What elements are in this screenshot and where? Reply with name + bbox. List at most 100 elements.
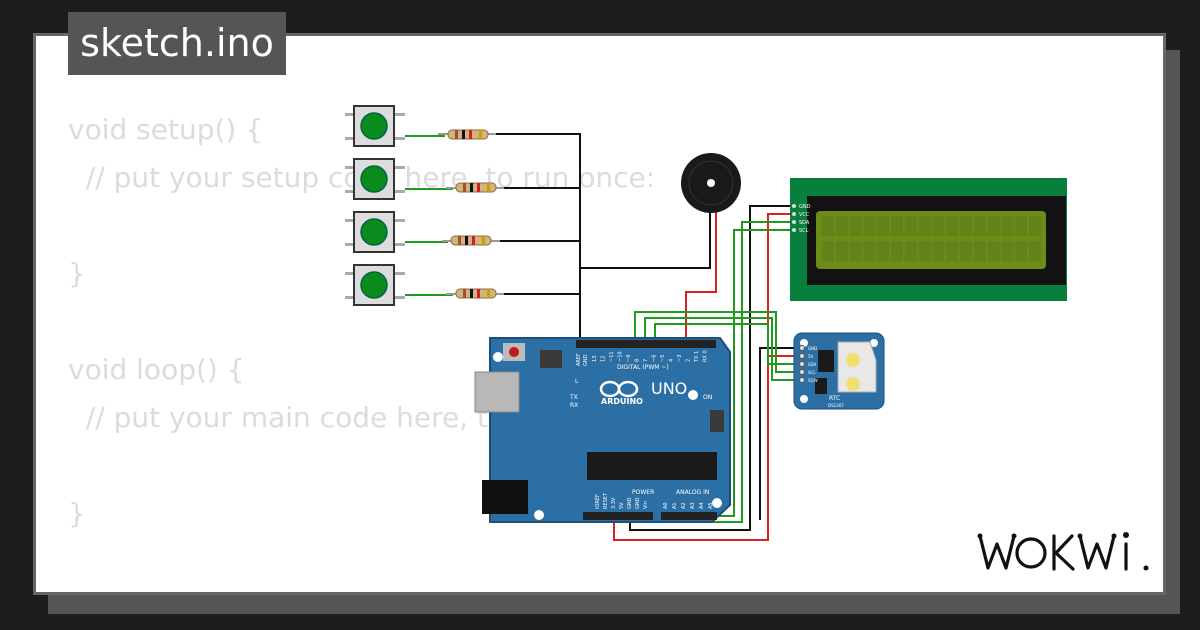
led-label: L: [575, 378, 579, 385]
pin-label: SDA: [808, 362, 817, 367]
pin-label: A3: [690, 502, 696, 509]
lcd-cell: [987, 216, 1000, 236]
resistor-1[interactable]: [438, 129, 496, 140]
atmega-chip: [587, 452, 717, 480]
resistor-3[interactable]: [442, 235, 500, 246]
pin-label: A5: [708, 502, 714, 509]
lcd-cell: [960, 241, 972, 261]
pin-label: GND: [627, 497, 633, 509]
pushbutton-3[interactable]: [345, 211, 405, 253]
lcd-character-grid: [822, 216, 1041, 261]
pin-label: A4: [699, 502, 705, 509]
pushbutton-1[interactable]: [345, 105, 405, 147]
lcd-cell: [1001, 216, 1014, 236]
rtc-label: RTC: [829, 395, 840, 402]
pin-label: A0: [663, 502, 669, 509]
pin-label: ~10: [618, 351, 624, 362]
file-tab[interactable]: sketch.ino: [68, 12, 286, 75]
pin-label: SQW: [808, 378, 818, 383]
lcd-display[interactable]: GND VCC SDA SCL: [790, 178, 1067, 301]
lcd-cell: [973, 241, 986, 261]
pin-label: 4: [669, 359, 675, 362]
rtc-pin[interactable]: [799, 361, 805, 367]
lcd-pin-label: GND: [799, 204, 811, 210]
rtc-chip-label: DS1307: [828, 403, 844, 408]
lcd-cell: [904, 216, 917, 236]
lcd-cell: [863, 216, 876, 236]
lcd-cell: [973, 216, 986, 236]
usb-port: [474, 371, 520, 413]
lcd-cell: [849, 241, 862, 261]
pushbutton-4[interactable]: [345, 264, 405, 306]
power-header: [583, 512, 653, 520]
lcd-cell: [1001, 241, 1014, 261]
pin-label: SCL: [808, 370, 816, 375]
pin-label: 13: [592, 356, 598, 362]
lcd-cell: [1029, 216, 1041, 236]
wokwi-logo: [977, 532, 1149, 571]
pin-label: 7: [643, 359, 649, 362]
pin-label: 12: [601, 356, 607, 362]
rtc-pin[interactable]: [799, 353, 805, 359]
pin-label: ~5: [660, 355, 666, 362]
lcd-cell: [946, 216, 959, 236]
lcd-pin-label: SDA: [799, 220, 810, 226]
lcd-cell: [877, 241, 890, 261]
analog-label: ANALOG IN: [676, 489, 709, 496]
pin-label: ~3: [677, 355, 683, 362]
lcd-cell: [822, 241, 834, 261]
code-line: }: [68, 257, 86, 290]
lcd-cell: [835, 216, 848, 236]
led-label: TX: [569, 394, 578, 401]
lcd-pin-labels: GND VCC SDA SCL: [799, 204, 811, 234]
arduino-logo: [599, 380, 639, 398]
pin-label: RESET: [603, 492, 609, 509]
pin-label: 3.3V: [611, 497, 617, 509]
lcd-cell: [932, 241, 945, 261]
lcd-cell: [960, 216, 972, 236]
lcd-cell: [863, 241, 876, 261]
lcd-pin-label: SCL: [799, 228, 809, 234]
code-line: void loop() {: [68, 353, 245, 386]
rtc-pin[interactable]: [799, 369, 805, 375]
pin-label: ~11: [609, 351, 615, 362]
arduino-brand: ARDUINO: [601, 397, 643, 406]
code-line: void setup() {: [68, 113, 264, 146]
lcd-cell: [918, 216, 931, 236]
pin-label: RX 0: [703, 350, 709, 362]
led-label: RX: [570, 402, 578, 409]
rtc-pin[interactable]: [799, 345, 805, 351]
power-label: POWER: [632, 489, 654, 496]
lcd-cell: [835, 241, 848, 261]
lcd-cell: [877, 216, 890, 236]
pin-label: 5V: [619, 502, 625, 509]
lcd-cell: [904, 241, 917, 261]
lcd-cell: [822, 216, 834, 236]
pushbutton-2[interactable]: [345, 158, 405, 200]
lcd-cell: [932, 216, 945, 236]
pin-label: AREF: [576, 353, 582, 366]
pin-label: 2: [686, 359, 692, 362]
rtc-module[interactable]: GND 5V SDA SCL SQW RTC DS1307: [793, 332, 885, 410]
analog-header: [661, 512, 717, 520]
pin-label: GND: [808, 346, 817, 351]
wires-black: [490, 133, 800, 531]
arduino-uno[interactable]: DIGITAL (PWM ~) ARDUINO UNO ON POWER ANA…: [474, 337, 731, 523]
lcd-cell: [891, 241, 903, 261]
rtc-pin[interactable]: [799, 377, 805, 383]
digital-label: DIGITAL (PWM ~): [617, 364, 669, 371]
digital-header: [576, 340, 716, 348]
resistor-4[interactable]: [446, 288, 504, 299]
lcd-cell: [1029, 241, 1041, 261]
lcd-cell: [1015, 241, 1028, 261]
pin-label: GND: [583, 354, 589, 366]
lcd-cell: [918, 241, 931, 261]
resistor-2[interactable]: [446, 182, 504, 193]
pin-label: ~9: [626, 355, 632, 362]
buzzer[interactable]: [681, 153, 741, 220]
pin-label: 5V: [808, 354, 814, 359]
power-jack: [482, 480, 528, 514]
